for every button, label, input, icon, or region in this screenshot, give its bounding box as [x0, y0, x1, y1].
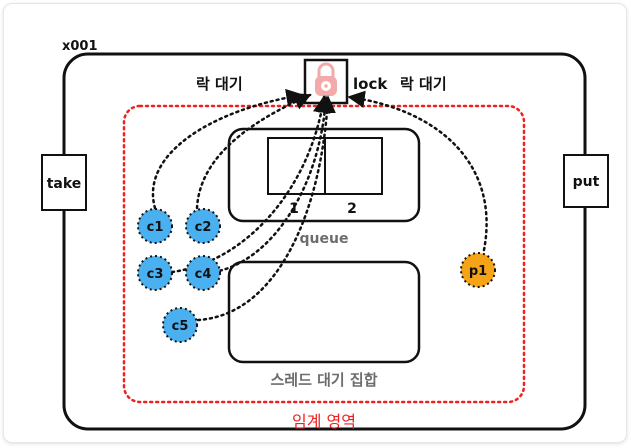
object-id-label: x001 — [62, 39, 98, 54]
thread-c5-label: c5 — [172, 319, 189, 334]
thread-c4-label: c4 — [195, 267, 212, 282]
thread-c1: c1 — [137, 208, 173, 244]
take-method-box — [41, 154, 87, 211]
thread-c4: c4 — [185, 255, 221, 291]
lock-wait-arrows — [151, 88, 488, 322]
thread-c2-label: c2 — [195, 220, 212, 235]
queue-slot-2-label: 2 — [347, 201, 357, 217]
arrow-c5-to-lock — [196, 95, 336, 322]
wait-set-box — [227, 260, 421, 364]
put-method-box — [563, 154, 609, 208]
put-method-label: put — [573, 174, 600, 190]
lock-icon — [315, 62, 337, 96]
thread-c5: c5 — [162, 307, 198, 343]
critical-section-area — [122, 104, 526, 404]
take-method-label: take — [47, 176, 82, 192]
wait-lock-left-label: 락 대기 — [196, 75, 243, 93]
thread-p1: p1 — [460, 252, 496, 288]
object-box — [62, 52, 587, 431]
thread-c3-label: c3 — [147, 267, 164, 282]
wait-set-label: 스레드 대기 집합 — [270, 371, 377, 389]
arrow-c1-to-lock — [151, 88, 304, 210]
arrow-c3-to-lock — [170, 95, 331, 274]
queue-slot-2 — [324, 137, 383, 195]
lock-label: lock — [353, 75, 388, 93]
arrow-c4-to-lock — [212, 95, 334, 274]
thread-c3: c3 — [137, 255, 173, 291]
thread-c1-label: c1 — [147, 220, 164, 235]
arrow-c2-to-lock — [195, 93, 312, 210]
thread-p1-label: p1 — [469, 264, 487, 279]
wait-lock-right-label: 락 대기 — [400, 75, 447, 93]
queue-slot-1 — [267, 137, 326, 195]
queue-label: queue — [300, 231, 349, 247]
critical-section-label: 임계 영역 — [292, 412, 356, 431]
thread-c2: c2 — [185, 208, 221, 244]
arrow-p1-to-lock — [347, 90, 488, 252]
